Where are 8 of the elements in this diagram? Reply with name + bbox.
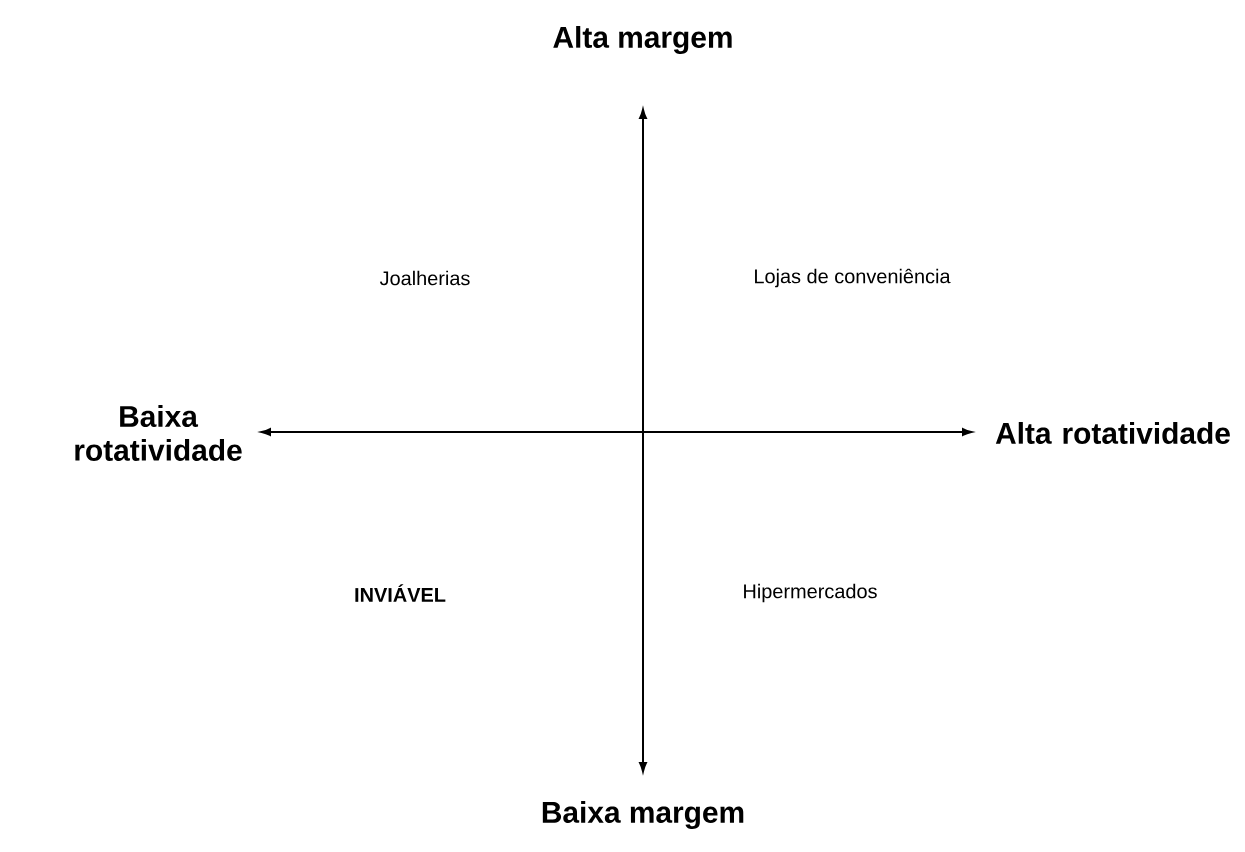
axis-label: Baixa margem [542,801,744,829]
axis-label: Baixa rotatividade [75,405,242,461]
axis-label: Alta rotatividade [995,422,1230,444]
quadrant-label: Hipermercados [744,583,877,603]
axis-label: Alta margem [553,26,732,54]
quadrant-label: Lojas de conveniência [755,268,951,288]
quadrant-label: Joalherias [379,270,470,286]
quadrant-label: INVIÁVEL [355,584,446,602]
